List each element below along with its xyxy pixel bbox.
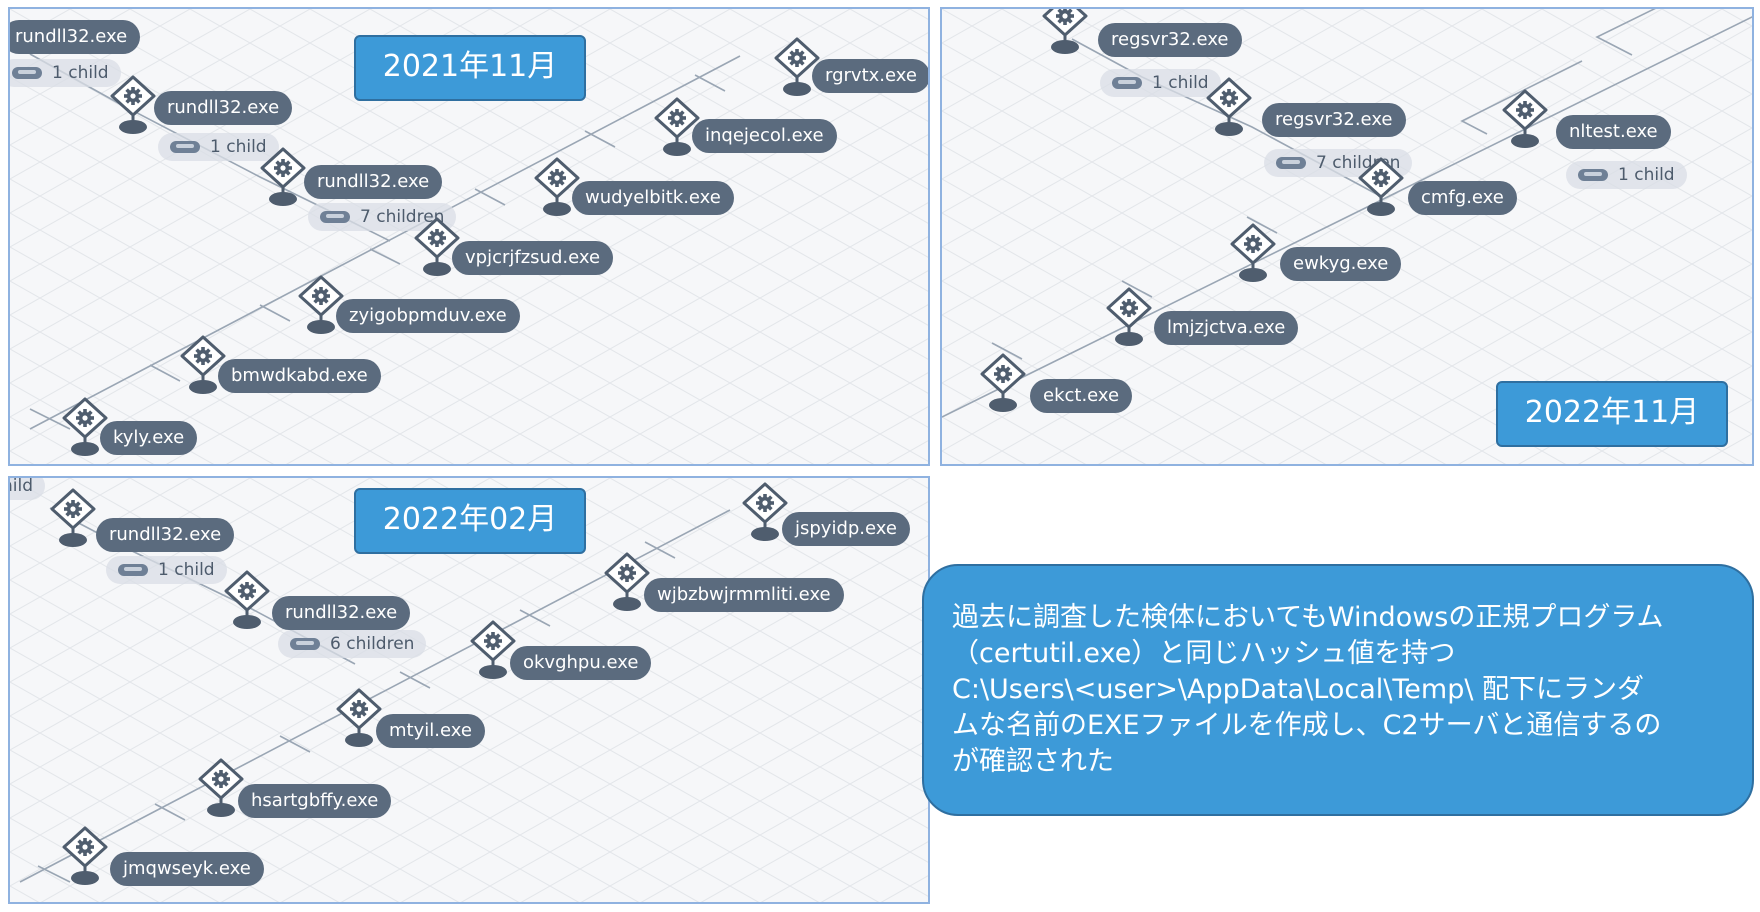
- children-stack-icon: [118, 564, 148, 576]
- children-collapsed-pill[interactable]: 1 child: [10, 59, 121, 87]
- children-count: hild: [10, 476, 34, 496]
- process-name[interactable]: rundll32.exe: [304, 165, 443, 199]
- process-gear-icon[interactable]: [650, 97, 704, 159]
- children-count: 6 children: [330, 634, 415, 654]
- process-gear-icon[interactable]: [466, 620, 520, 682]
- process-gear-icon[interactable]: [176, 335, 230, 397]
- process-gear-icon[interactable]: [1226, 223, 1280, 285]
- process-name[interactable]: mtyil.exe: [376, 714, 485, 748]
- process-gear-icon[interactable]: [738, 482, 792, 544]
- process-name[interactable]: zyigobpmduv.exe: [336, 299, 520, 333]
- process-name[interactable]: ewkyg.exe: [1280, 247, 1402, 281]
- children-stack-icon: [290, 638, 320, 650]
- process-gear-icon[interactable]: [194, 758, 248, 820]
- process-name[interactable]: rundll32.exe: [96, 518, 235, 552]
- children-collapsed-pill[interactable]: 1 child: [1100, 69, 1221, 97]
- process-gear-icon[interactable]: [294, 275, 348, 337]
- process-name[interactable]: ekct.exe: [1030, 379, 1133, 413]
- process-gear-icon[interactable]: [1038, 9, 1092, 57]
- process-name[interactable]: okvghpu.exe: [510, 646, 652, 680]
- process-gear-icon[interactable]: [976, 353, 1030, 415]
- date-label: 2021年11月: [354, 35, 586, 101]
- process-name[interactable]: inqejecol.exe: [692, 119, 837, 153]
- children-stack-icon: [12, 67, 42, 79]
- process-gear-icon[interactable]: [410, 217, 464, 279]
- process-gear-icon[interactable]: [1498, 89, 1552, 151]
- callout-line: （certutil.exe）と同じハッシュ値を持つ: [952, 638, 1456, 669]
- process-name[interactable]: regsvr32.exe: [1262, 103, 1406, 137]
- process-gear-icon[interactable]: [58, 397, 112, 459]
- callout-line: ムな名前のEXEファイルを作成し、C2サーバと通信するの: [952, 710, 1662, 741]
- process-gear-icon[interactable]: [600, 552, 654, 614]
- process-gear-icon[interactable]: [58, 826, 112, 888]
- date-label: 2022年11月: [1496, 381, 1728, 447]
- process-gear-icon[interactable]: [106, 75, 160, 137]
- process-name[interactable]: jmqwseyk.exe: [110, 852, 264, 886]
- children-count: 1 child: [210, 137, 267, 157]
- process-gear-icon[interactable]: [332, 688, 386, 750]
- process-gear-icon[interactable]: [770, 37, 824, 99]
- children-count: 1 child: [52, 63, 109, 83]
- panel-2022-02: hild 1 child 6 children rundll32.exe: [8, 476, 930, 904]
- children-count: 7 children: [360, 207, 445, 227]
- explanation-callout: 過去に調査した検体においてもWindowsの正規プログラム （certutil.…: [922, 564, 1754, 816]
- process-gear-icon[interactable]: [1354, 157, 1408, 219]
- process-name[interactable]: bmwdkabd.exe: [218, 359, 381, 393]
- process-name[interactable]: rgrvtx.exe: [812, 59, 928, 93]
- children-count: 1 child: [1618, 165, 1675, 185]
- process-name[interactable]: jspyidp.exe: [782, 512, 910, 546]
- process-name[interactable]: kyly.exe: [100, 421, 198, 455]
- process-gear-icon[interactable]: [256, 147, 310, 209]
- process-gear-icon[interactable]: [1102, 287, 1156, 349]
- children-collapsed-pill[interactable]: 1 child: [158, 133, 279, 161]
- process-name[interactable]: rundll32.exe: [154, 91, 293, 125]
- callout-line: C:\Users\<user>\AppData\Local\Temp\ 配下にラ…: [952, 674, 1645, 705]
- children-stack-icon: [320, 211, 350, 223]
- children-count: 1 child: [1152, 73, 1209, 93]
- callout-line: が確認された: [952, 746, 1114, 777]
- process-name[interactable]: wjbzbwjrmmliti.exe: [644, 578, 844, 612]
- process-name[interactable]: nltest.exe: [1556, 115, 1671, 149]
- process-name[interactable]: lmjzjctva.exe: [1154, 311, 1299, 345]
- process-name[interactable]: wudyelbitk.exe: [572, 181, 734, 215]
- panel-2022-11: 1 child 7 children 1 child regsvr32.exe: [940, 7, 1754, 466]
- children-stack-icon: [170, 141, 200, 153]
- children-collapsed-pill[interactable]: 1 child: [106, 556, 227, 584]
- process-name[interactable]: hsartgbffy.exe: [238, 784, 392, 818]
- process-gear-icon[interactable]: [220, 570, 274, 632]
- children-collapsed-pill[interactable]: 6 children: [278, 630, 427, 658]
- process-name[interactable]: vpjcrjfzsud.exe: [452, 241, 614, 275]
- children-collapsed-pill[interactable]: 1 child: [1566, 161, 1687, 189]
- process-name[interactable]: rundll32.exe: [10, 20, 141, 54]
- process-gear-icon[interactable]: [530, 157, 584, 219]
- children-stack-icon: [1276, 157, 1306, 169]
- children-stack-icon: [1578, 169, 1608, 181]
- process-name[interactable]: rundll32.exe: [272, 596, 411, 630]
- process-name[interactable]: regsvr32.exe: [1098, 23, 1242, 57]
- process-gear-icon[interactable]: [46, 488, 100, 550]
- process-name[interactable]: cmfg.exe: [1408, 181, 1517, 215]
- children-collapsed-pill[interactable]: hild: [10, 476, 46, 500]
- children-stack-icon: [1112, 77, 1142, 89]
- panel-2021-11: 1 child 1 child 7 children rundll32.exe …: [8, 7, 930, 466]
- process-gear-icon[interactable]: [1202, 77, 1256, 139]
- children-count: 1 child: [158, 560, 215, 580]
- callout-line: 過去に調査した検体においてもWindowsの正規プログラム: [952, 602, 1664, 633]
- date-label: 2022年02月: [354, 488, 586, 554]
